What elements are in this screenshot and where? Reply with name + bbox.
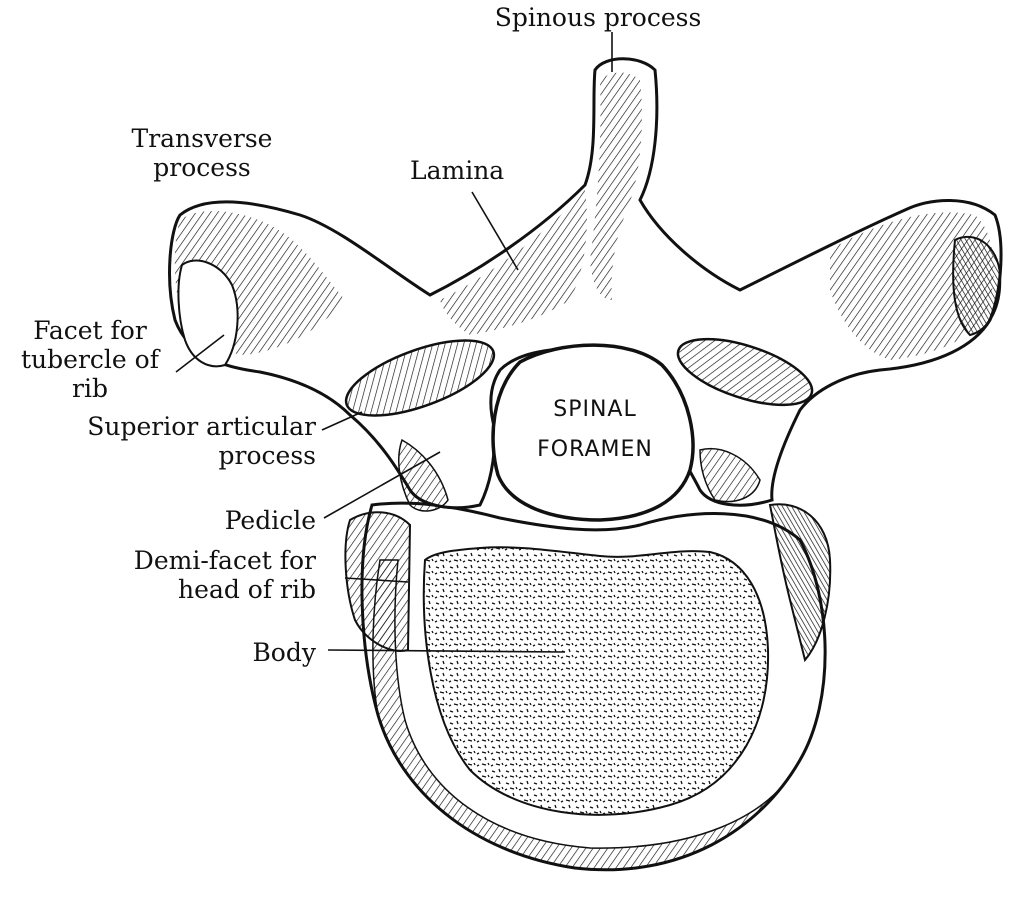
right-superior-facet bbox=[676, 337, 814, 407]
label-transverse-process: Transverse process bbox=[112, 124, 292, 182]
body-surface bbox=[422, 546, 770, 816]
label-superior-line1: Superior articular bbox=[87, 412, 316, 441]
label-demi-line1: Demi-facet for bbox=[133, 546, 316, 575]
label-facet-line3: rib bbox=[72, 374, 108, 403]
label-demi-facet: Demi-facet for head of rib bbox=[60, 546, 316, 604]
label-body: Body bbox=[252, 638, 316, 667]
label-spinal-foramen: SPINAL FORAMEN bbox=[500, 390, 690, 470]
left-tubercle-facet bbox=[177, 259, 239, 368]
left-demi-facet bbox=[344, 511, 412, 652]
leader-facet-tubercle bbox=[175, 334, 225, 373]
label-transverse-line1: Transverse bbox=[131, 124, 273, 153]
right-pedicle bbox=[699, 448, 761, 503]
leader-body bbox=[327, 649, 566, 653]
leader-demi-facet bbox=[344, 577, 409, 583]
label-spinal: SPINAL bbox=[553, 397, 637, 422]
leader-lines bbox=[175, 32, 613, 653]
label-lamina: Lamina bbox=[410, 156, 505, 185]
right-demi-facet bbox=[768, 503, 832, 663]
label-facet-tubercle: Facet for tubercle of rib bbox=[4, 316, 176, 403]
label-foramen: FORAMEN bbox=[537, 437, 653, 462]
spinous-shading bbox=[590, 72, 642, 300]
right-transverse-shading bbox=[830, 212, 994, 360]
label-superior-articular: Superior articular process bbox=[20, 412, 316, 470]
left-superior-facet bbox=[344, 339, 496, 417]
leader-pedicle bbox=[323, 451, 441, 519]
label-facet-line2: tubercle of bbox=[21, 345, 159, 374]
label-spinous-process: Spinous process bbox=[494, 3, 702, 32]
label-pedicle: Pedicle bbox=[224, 506, 316, 535]
label-facet-line1: Facet for bbox=[33, 316, 147, 345]
label-demi-line2: head of rib bbox=[178, 575, 316, 604]
leader-superior-articular bbox=[321, 411, 363, 431]
spinal-foramen bbox=[491, 343, 695, 522]
label-superior-line2: process bbox=[218, 441, 316, 470]
leader-lamina bbox=[471, 191, 519, 271]
label-transverse-line2: process bbox=[153, 153, 251, 182]
right-tubercle-facet bbox=[952, 235, 1002, 337]
left-pedicle bbox=[397, 438, 449, 512]
